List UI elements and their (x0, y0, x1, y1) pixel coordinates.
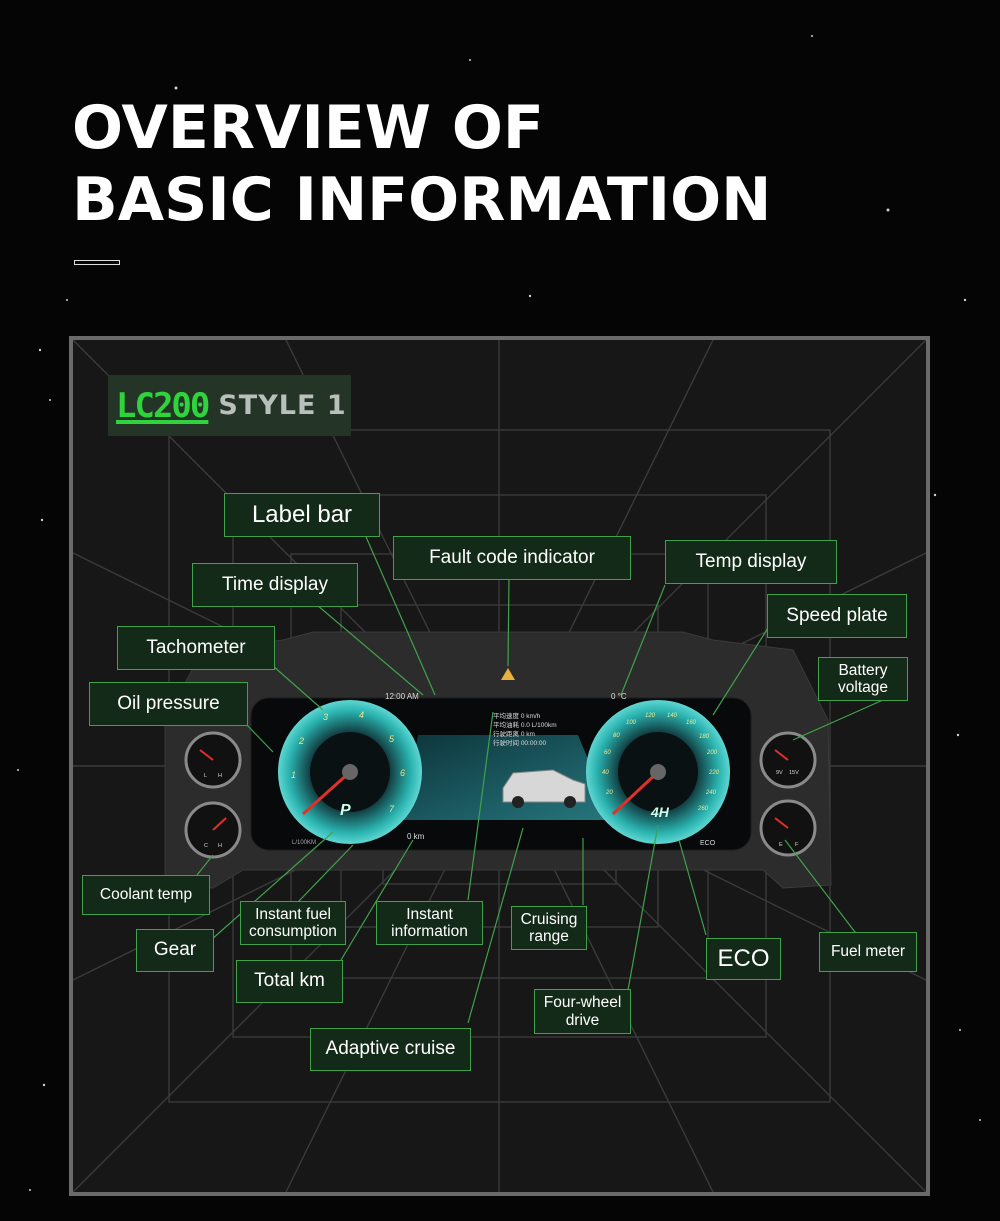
callout-temp-display: Temp display (665, 540, 837, 584)
callout-fuel-meter: Fuel meter (819, 932, 917, 972)
clock-ampm: AM (406, 692, 419, 701)
fuel-tick: E (779, 842, 783, 848)
callout-instant-fuel-consumption: Instant fuel consumption (240, 901, 346, 945)
trip-unit: km/h (526, 713, 541, 720)
tach-tick: 3 (323, 712, 329, 722)
instrument-cluster (164, 529, 884, 1024)
callout-four-wheel-drive: Four-wheel drive (534, 989, 631, 1034)
callout-eco: ECO (706, 938, 781, 980)
trip-info-table: 平均速度 0 km/h 平均油耗 0.0 L/100km 行驶距离 0 km 行… (493, 712, 557, 748)
callout-speed-plate: Speed plate (767, 594, 907, 638)
speedometer-dial (586, 700, 730, 844)
speed-tick: 100 (626, 720, 637, 726)
speed-tick: 240 (706, 790, 717, 796)
oil-tick: H (218, 773, 222, 779)
trip-unit: L/100km (531, 722, 557, 729)
callout-tachometer: Tachometer (117, 626, 275, 670)
speed-tick: 20 (606, 790, 613, 796)
tach-tick: 6 (400, 768, 406, 778)
trip-value: 00:00:00 (520, 740, 547, 747)
callout-label-bar: Label bar (224, 493, 380, 537)
callout-instant-information: Instant information (376, 901, 483, 945)
trip-label: 平均速度 (493, 713, 519, 720)
speed-tick: 220 (709, 770, 720, 776)
tach-tick: 2 (299, 736, 305, 746)
trip-row: 平均速度 0 km/h (493, 712, 557, 721)
tach-needle (302, 770, 351, 816)
tach-tick: 1 (291, 770, 297, 780)
fuel-tick: F (795, 842, 799, 848)
callout-total-km: Total km (236, 960, 343, 1003)
speed-tick: 40 (602, 770, 609, 776)
vehicle-illustration (502, 769, 586, 808)
callout-oil-pressure: Oil pressure (89, 682, 248, 726)
tach-tick: 7 (389, 804, 395, 814)
trip-row: 行驶时间 00:00:00 (493, 739, 557, 748)
tachometer-dial (278, 700, 422, 844)
callout-adaptive-cruise: Adaptive cruise (310, 1028, 471, 1071)
lc200-logo: LC200 (116, 385, 210, 426)
speed-tick: 180 (699, 734, 710, 740)
speed-tick: 160 (686, 720, 697, 726)
callout-cruising-range: Cruising range (511, 906, 587, 950)
speed-tick: 200 (707, 750, 718, 756)
tach-tick: 5 (389, 734, 395, 744)
tach-tick: 4 (359, 710, 365, 720)
coolant-tick: C (204, 843, 208, 849)
coolant-tick: H (218, 843, 222, 849)
eco-readout: ECO (700, 840, 716, 847)
callout-coolant-temp: Coolant temp (82, 875, 210, 915)
speed-needle (611, 770, 660, 816)
trip-row: 行驶距离 0 km (493, 730, 557, 739)
callout-fault-code-indicator: Fault code indicator (393, 536, 631, 580)
speed-tick: 140 (667, 713, 678, 719)
trip-value: 0.0 (520, 722, 530, 729)
model-badge: LC200 STYLE 1 (108, 375, 351, 436)
callout-gear: Gear (136, 929, 214, 972)
headline-underline (74, 260, 120, 265)
battery-tick: 15V (789, 770, 799, 776)
clock-time: 12:00 (385, 692, 406, 701)
page-headline: OVERVIEW OF BASIC INFORMATION (72, 92, 771, 236)
gear-readout: P (340, 802, 351, 819)
trip-row: 平均油耗 0.0 L/100km (493, 721, 557, 730)
cluster-overview-panel: LC200 STYLE 1 (69, 336, 930, 1196)
oil-tick: L (204, 773, 208, 779)
speed-tick: 260 (698, 806, 709, 812)
warning-triangle-icon (501, 668, 515, 680)
trip-value: 0 (520, 713, 525, 720)
trip-unit: km (526, 731, 535, 738)
headline-line-1: OVERVIEW OF (72, 93, 544, 163)
battery-tick: 9V (776, 770, 783, 776)
drive-mode-readout: 4H (651, 804, 669, 820)
trip-label: 行驶距离 (493, 731, 519, 738)
outside-temp-readout: 0 °C (611, 692, 627, 701)
speed-tick: 60 (604, 750, 611, 756)
callout-time-display: Time display (192, 563, 358, 607)
trip-label: 行驶时间 (493, 740, 519, 747)
trip-value: 0 (520, 731, 525, 738)
fuel-consumption-unit: L/100KM (292, 840, 317, 846)
speed-tick: 120 (645, 713, 656, 719)
clock-readout: 12:00 AM (385, 692, 419, 701)
speed-tick: 80 (613, 733, 620, 739)
callout-battery-voltage: Battery voltage (818, 657, 908, 701)
odometer-readout: 0 km (407, 832, 425, 841)
headline-line-2: BASIC INFORMATION (72, 165, 772, 235)
trip-label: 平均油耗 (493, 722, 519, 729)
style-label: STYLE 1 (218, 390, 347, 421)
